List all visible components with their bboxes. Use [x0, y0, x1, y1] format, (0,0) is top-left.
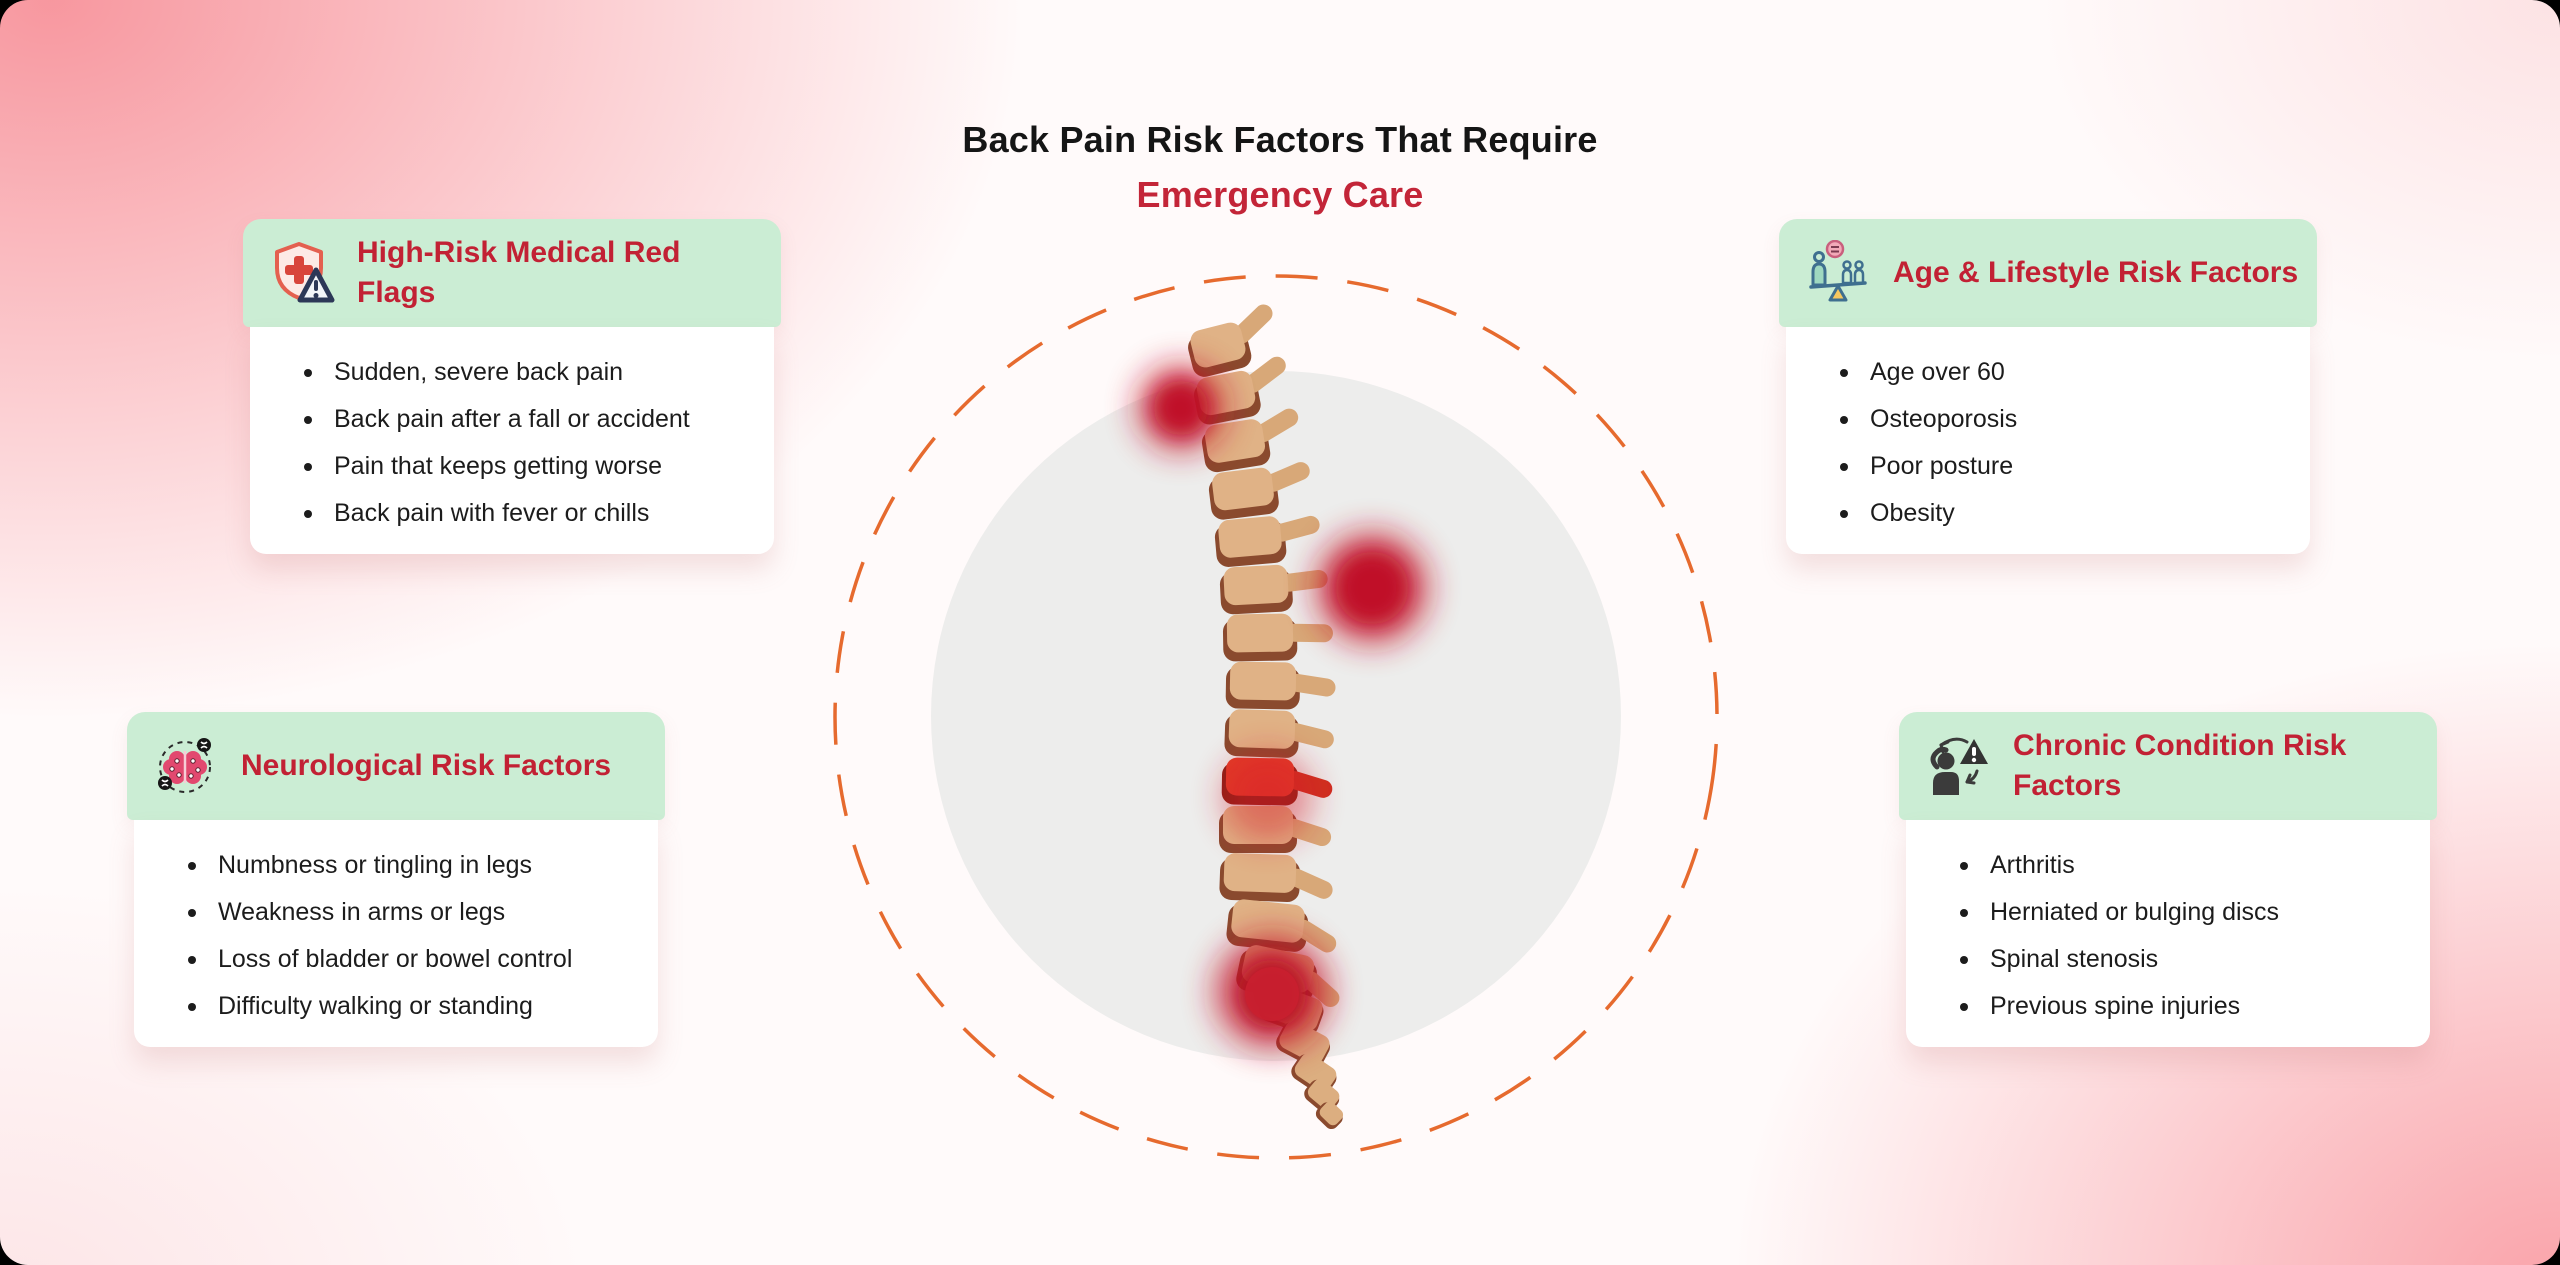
risk-item: Osteoporosis: [1838, 396, 2290, 443]
card-body: Sudden, severe back pain Back pain after…: [250, 327, 774, 554]
card-header: Neurological Risk Factors: [127, 712, 665, 820]
spine-svg: [833, 274, 1719, 1160]
risk-item: Loss of bladder or bowel control: [186, 936, 638, 983]
pain-spot-sacral: [1214, 934, 1330, 1050]
card-age-lifestyle: Age & Lifestyle Risk Factors Age over 60…: [1779, 219, 2317, 554]
risk-item: Difficulty walking or standing: [186, 983, 638, 1030]
card-title: Neurological Risk Factors: [241, 749, 612, 782]
pain-glow-lumbar: [1222, 751, 1314, 843]
risk-item: Weakness in arms or legs: [186, 889, 638, 936]
card-high-risk-medical: High-Risk Medical Red Flags Sudden, seve…: [243, 219, 781, 554]
card-body: Numbness or tingling in legs Weakness in…: [134, 820, 658, 1047]
card-title: Age & Lifestyle Risk Factors: [1893, 256, 2299, 289]
brain-icon: [158, 738, 211, 793]
card-neurological: Neurological Risk Factors Numbness or ti…: [127, 712, 665, 1047]
risk-item: Previous spine injuries: [1958, 983, 2410, 1030]
risk-item: Obesity: [1838, 490, 2290, 537]
card-body: Age over 60 Osteoporosis Poor posture Ob…: [1786, 327, 2310, 554]
page-title-red: Emergency Care: [1136, 174, 1424, 216]
risk-item: Numbness or tingling in legs: [186, 842, 638, 889]
balance-people-icon: [1809, 240, 1867, 302]
risk-list: Numbness or tingling in legs Weakness in…: [186, 842, 638, 1030]
risk-item: Sudden, severe back pain: [302, 349, 754, 396]
risk-item: Pain that keeps getting worse: [302, 443, 754, 490]
pain-spot-thoracic: [1316, 532, 1428, 644]
dashed-circle: [833, 274, 1719, 1160]
person-warning-icon: [1930, 737, 1988, 795]
risk-list: Arthritis Herniated or bulging discs Spi…: [1958, 842, 2410, 1030]
risk-list: Sudden, severe back pain Back pain after…: [302, 349, 754, 537]
card-title: Chronic Condition Risk Factors: [2013, 729, 2347, 802]
risk-item: Age over 60: [1838, 349, 2290, 396]
pain-spot-cervical: [1137, 364, 1225, 452]
risk-list: Age over 60 Osteoporosis Poor posture Ob…: [1838, 349, 2290, 537]
page-title: Back Pain Risk Factors That Require Emer…: [0, 112, 2560, 222]
risk-item: Back pain with fever or chills: [302, 490, 754, 537]
risk-item: Spinal stenosis: [1958, 936, 2410, 983]
card-header: High-Risk Medical Red Flags: [243, 219, 781, 327]
risk-item: Arthritis: [1958, 842, 2410, 889]
risk-item: Poor posture: [1838, 443, 2290, 490]
spine-pain-illustration: [816, 257, 1736, 1177]
page-title-black: Back Pain Risk Factors That Require: [962, 119, 1598, 161]
card-body: Arthritis Herniated or bulging discs Spi…: [1906, 820, 2430, 1047]
spine-column: [1188, 304, 1344, 1130]
card-header: Chronic Condition Risk Factors: [1899, 712, 2437, 820]
shield-warning-icon: [275, 242, 335, 303]
risk-item: Back pain after a fall or accident: [302, 396, 754, 443]
card-title: High-Risk Medical Red Flags: [357, 236, 681, 309]
card-chronic-condition: Chronic Condition Risk Factors Arthritis…: [1899, 712, 2437, 1047]
card-header: Age & Lifestyle Risk Factors: [1779, 219, 2317, 327]
risk-item: Herniated or bulging discs: [1958, 889, 2410, 936]
